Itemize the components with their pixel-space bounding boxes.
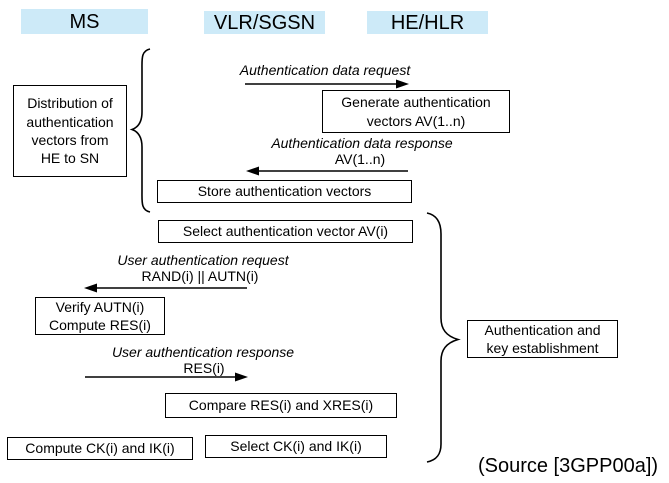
auth-key-establishment-box: Authentication and key establishment [467,320,618,358]
auth-data-response-param: AV(1..n) [334,151,386,167]
compare-res-box: Compare RES(i) and XRES(i) [165,393,397,418]
distribution-line4: HE to SN [40,150,100,167]
compute-ck-ik-box: Compute CK(i) and IK(i) [7,437,193,460]
user-auth-request-param: RAND(i) || AUTN(i) [141,268,259,284]
entity-label-ms: MS [69,10,100,33]
distribution-line2: authentication [26,113,114,130]
generate-line2: vectors AV(1..n) [366,112,466,129]
generate-vectors-box: Generate authentication vectors AV(1..n) [322,90,510,133]
auth-key-line2: key establishment [486,340,599,356]
distribution-phase-brace [129,48,151,213]
user-auth-request-arrow [84,283,247,293]
select-vector-label: Select authentication vector AV(i) [182,223,389,240]
source-citation: (Source [3GPP00a]) [477,455,659,477]
distribution-of-vectors-box: Distribution of authentication vectors f… [13,85,127,177]
auth-data-response-arrow [246,166,408,176]
compare-res-label: Compare RES(i) and XRES(i) [188,397,374,414]
verify-autn-box: Verify AUTN(i) Compute RES(i) [35,297,165,335]
verify-line1: Verify AUTN(i) [55,298,145,315]
auth-data-request-arrow [245,79,409,89]
user-auth-response-param: RES(i) [183,360,225,376]
generate-line1: Generate authentication [341,94,491,111]
entity-header-ms: MS [21,9,148,34]
user-auth-response-label: User authentication response [111,344,295,360]
entity-label-vlr-sgsn: VLR/SGSN [213,11,316,34]
auth-key-line1: Authentication and [484,321,601,338]
auth-data-request-label: Authentication data request [239,62,411,78]
auth-data-response-label: Authentication data response [271,135,453,151]
entity-label-he-hlr: HE/HLR [390,11,465,34]
compute-ck-ik-label: Compute CK(i) and IK(i) [25,440,175,457]
entity-header-he-hlr: HE/HLR [367,11,488,34]
select-ck-ik-label: Select CK(i) and IK(i) [230,438,362,455]
distribution-line3: vectors from [31,132,109,148]
auth-phase-brace [426,212,461,463]
store-vectors-label: Store authentication vectors [197,183,372,200]
verify-line2: Compute RES(i) [49,317,151,333]
distribution-line1: Distribution of [27,95,113,112]
store-vectors-box: Store authentication vectors [157,180,412,203]
user-auth-request-label: User authentication request [117,252,289,268]
select-ck-ik-box: Select CK(i) and IK(i) [205,435,387,458]
select-vector-box: Select authentication vector AV(i) [158,220,413,243]
entity-header-vlr-sgsn: VLR/SGSN [204,11,325,34]
